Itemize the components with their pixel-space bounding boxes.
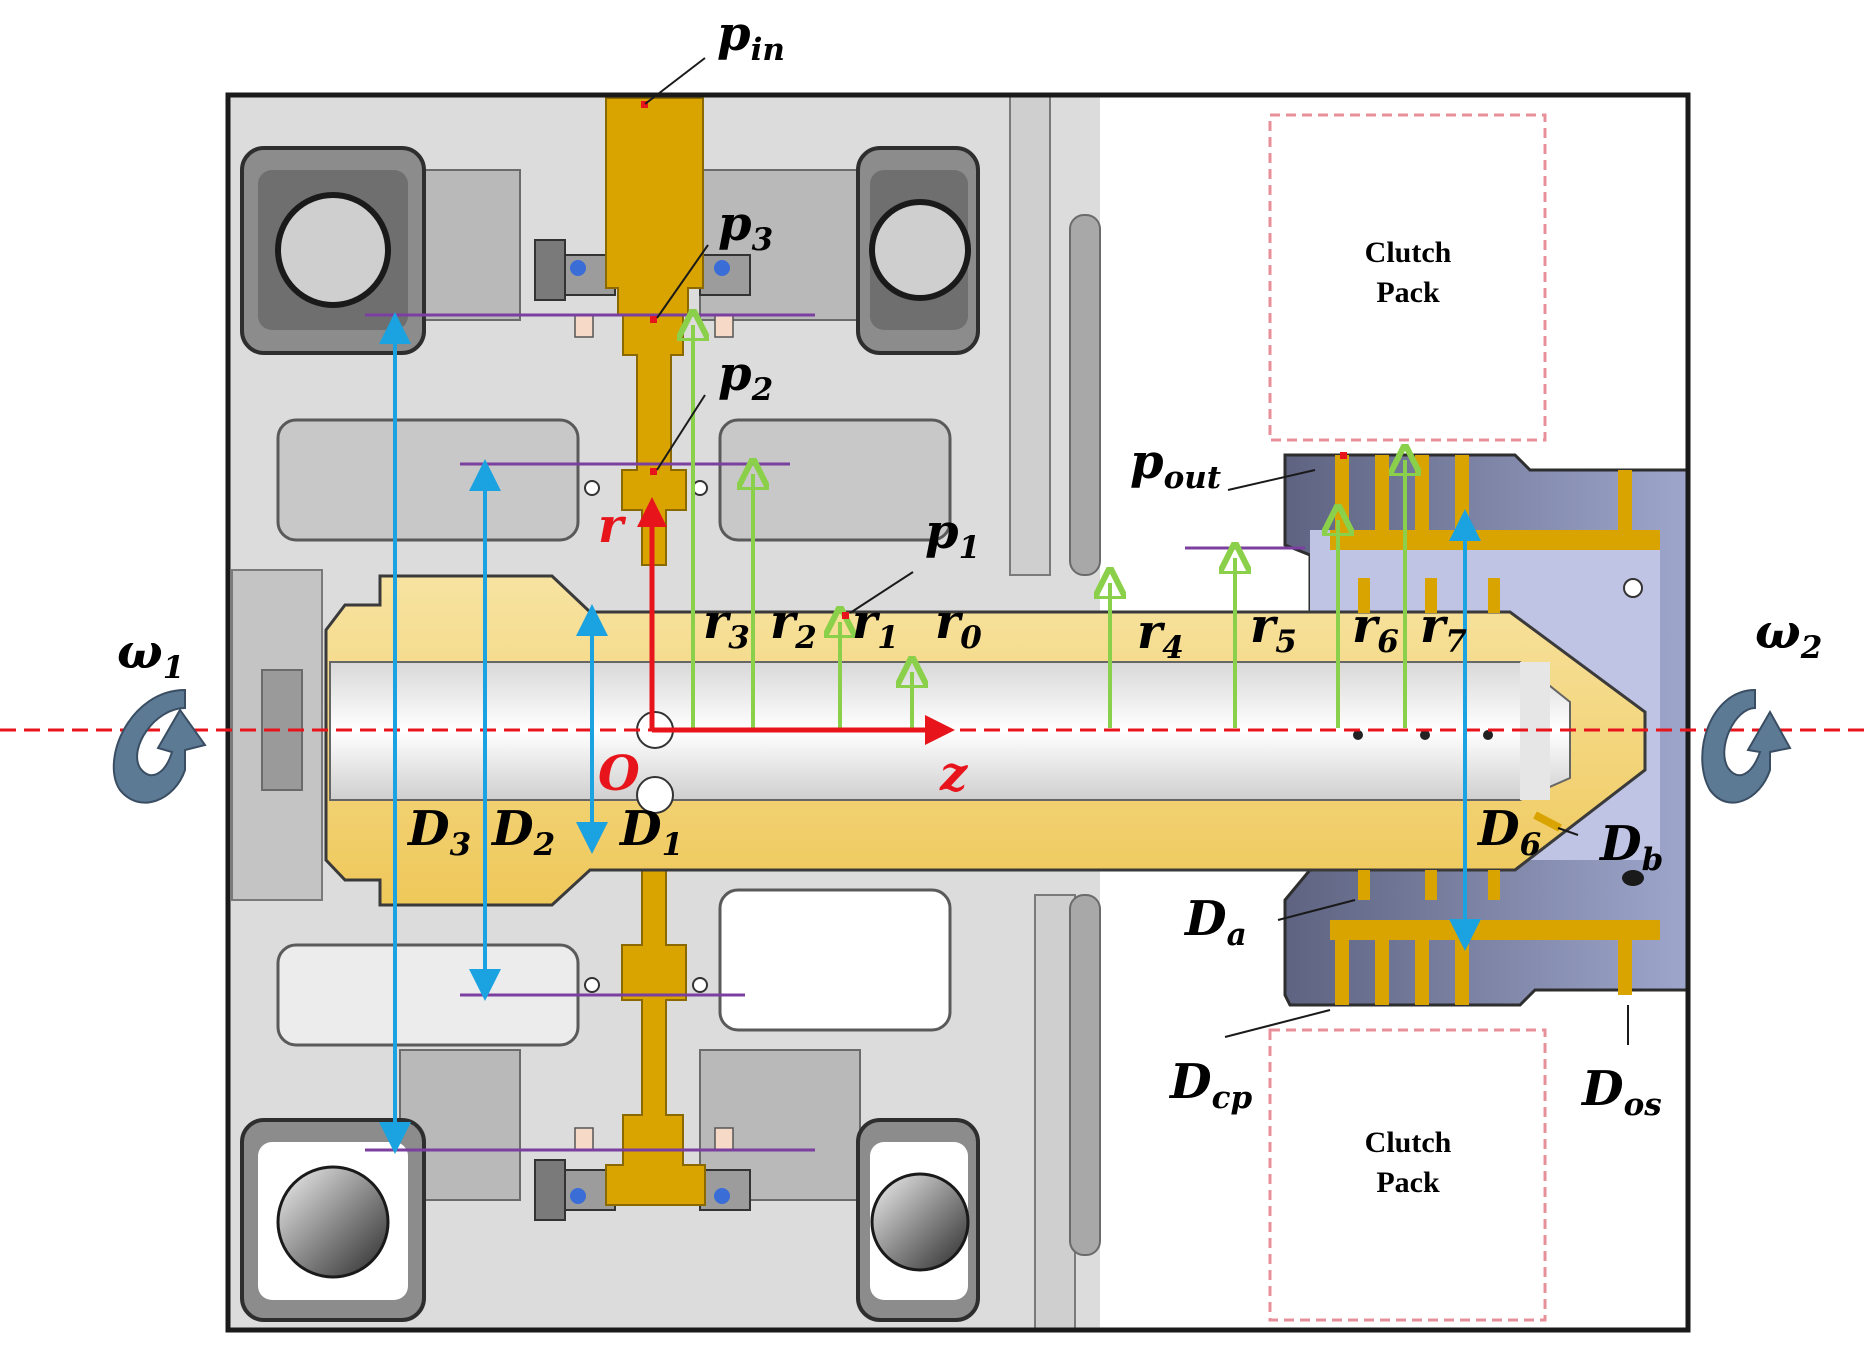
label-d-os: Dos [1580, 1061, 1662, 1123]
label-r-1: r1 [852, 594, 899, 656]
clutch-pack-bottom: Clutch Pack [1268, 1028, 1547, 1322]
bearing-top-left [240, 146, 426, 355]
label-d-6: D6 [1476, 801, 1541, 863]
label-r-0: r0 [935, 594, 982, 656]
clutch-pack-top: Clutch Pack [1268, 113, 1547, 442]
bearing-bottom-right [856, 1118, 980, 1322]
clutch-pack-bottom-line2: Pack [1376, 1166, 1440, 1199]
coordinate-axes [637, 497, 955, 745]
bearing-top-right [856, 146, 980, 355]
label-r-6: r6 [1352, 598, 1399, 660]
label-origin: O [598, 746, 640, 802]
bearing-bottom-left [240, 1118, 426, 1322]
label-d-a: Da [1183, 891, 1247, 953]
clutch-pack-top-line1: Clutch [1365, 236, 1452, 269]
label-d-2: D2 [490, 801, 555, 863]
labels: pin p3 p2 p1 pout r z O r3 r2 r1 r0 r4 r… [117, 6, 1822, 1123]
label-r-5: r5 [1250, 598, 1297, 660]
omega-2-arrow [1701, 688, 1792, 804]
label-p-1: p1 [925, 504, 980, 566]
label-omega-1: ω1 [117, 624, 184, 686]
radius-arrows [693, 325, 1405, 728]
label-z-axis: z [939, 746, 969, 802]
label-d-cp: Dcp [1168, 1054, 1253, 1116]
label-d-1: D1 [618, 801, 683, 863]
omega-1-arrow [112, 688, 207, 804]
label-r-3: r3 [703, 594, 750, 656]
label-r-2: r2 [770, 594, 817, 656]
diameter-arrows [379, 312, 1481, 1154]
label-omega-2: ω2 [1755, 604, 1822, 666]
clutch-pack-bottom-line1: Clutch [1365, 1126, 1452, 1159]
purple-reference-lines [365, 313, 1305, 1152]
label-p-in: pin [717, 6, 785, 68]
label-d-3: D3 [406, 801, 471, 863]
label-p-out: pout [1130, 434, 1222, 496]
label-r-4: r4 [1137, 604, 1184, 666]
label-d-b: Db [1598, 816, 1663, 878]
pressure-points [641, 101, 1347, 619]
label-p-2: p2 [718, 346, 773, 408]
leader-lines [644, 57, 1629, 1045]
label-r-axis: r [598, 498, 627, 554]
clutch-pack-top-line2: Pack [1376, 276, 1440, 309]
diagram-frame [225, 92, 1691, 1333]
label-r-7: r7 [1420, 598, 1467, 660]
label-p-3: p3 [718, 196, 773, 258]
